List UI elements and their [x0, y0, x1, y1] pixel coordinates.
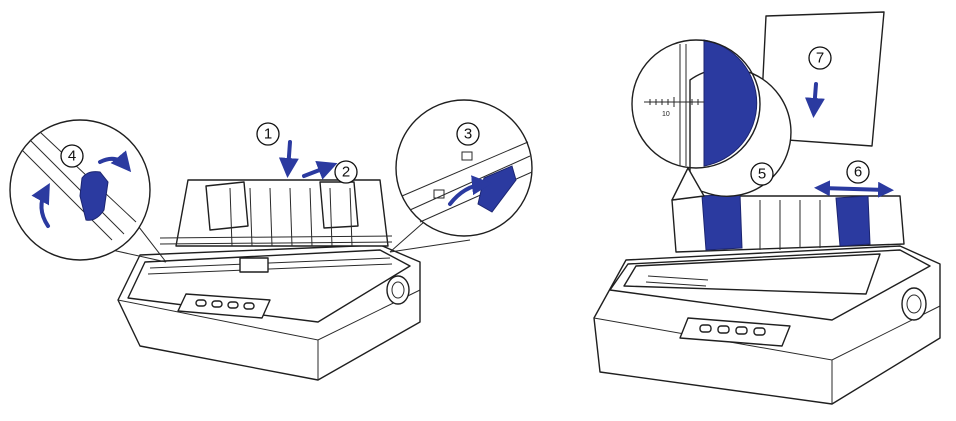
step-label-7: 7	[809, 47, 831, 69]
step-number: 1	[264, 126, 272, 143]
panel-button	[228, 302, 238, 308]
right-printer	[594, 172, 940, 404]
left-edge-guide	[702, 194, 742, 250]
panel-button	[754, 328, 765, 335]
platen-knob	[902, 288, 926, 320]
panel-button	[244, 303, 254, 309]
arrow-right	[304, 166, 330, 176]
step-label-5: 5	[751, 163, 773, 185]
step-label-2: 2	[335, 161, 357, 183]
print-head-carriage	[240, 258, 268, 272]
arrow-down	[288, 142, 290, 170]
step-number: 6	[854, 164, 862, 181]
step-label-1: 1	[257, 123, 279, 145]
scale-tick-label: 10	[662, 111, 670, 118]
panel-button	[212, 301, 222, 307]
panel-button	[700, 325, 711, 332]
callout-switch-zoom	[390, 100, 532, 252]
step-number: 4	[68, 148, 76, 165]
panel-button	[196, 300, 206, 306]
step-label-4: 4	[61, 145, 83, 167]
right-edge-guide	[836, 196, 870, 246]
step-number: 2	[342, 164, 350, 181]
callout-lever-zoom	[10, 120, 166, 262]
adjust-guide-arrow	[822, 188, 886, 190]
step-label-6: 6	[847, 161, 869, 183]
step-number: 5	[758, 166, 766, 183]
step-label-3: 3	[457, 123, 479, 145]
step-number: 3	[464, 126, 472, 143]
insert-paper-arrow	[814, 84, 816, 110]
platen-knob	[387, 276, 409, 304]
step-number: 7	[816, 50, 824, 67]
panel-button	[736, 327, 747, 334]
panel-button	[718, 326, 729, 333]
